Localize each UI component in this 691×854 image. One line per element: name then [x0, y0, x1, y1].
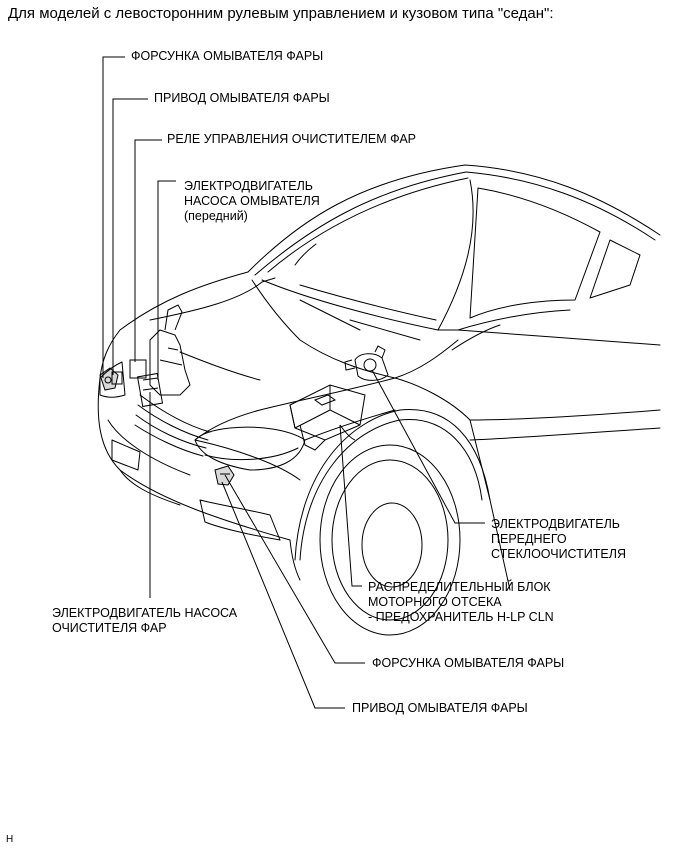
leader-washer-actuator-bottom — [221, 481, 345, 709]
label-washer-nozzle-top: ФОРСУНКА ОМЫВАТЕЛЯ ФАРЫ — [131, 49, 324, 63]
car-body-outline — [97, 164, 661, 636]
leader-washer-nozzle-bottom — [224, 474, 365, 664]
label-cleaner-relay: РЕЛЕ УПРАВЛЕНИЯ ОЧИСТИТЕЛЕМ ФАР — [167, 132, 416, 146]
label-cleaner-pump-line1: ЭЛЕКТРОДВИГАТЕЛЬ НАСОСА — [52, 606, 238, 620]
label-washer-pump-front-line2: НАСОСА ОМЫВАТЕЛЯ — [184, 194, 320, 208]
label-junction-block-line2: МОТОРНОГО ОТСЕКА — [368, 595, 502, 609]
figure-code: H — [6, 834, 14, 845]
label-washer-actuator-top: ПРИВОД ОМЫВАТЕЛЯ ФАРЫ — [154, 91, 330, 105]
leader-cleaner-relay — [134, 139, 162, 362]
label-washer-pump-front-line3: (передний) — [184, 209, 248, 223]
leader-washer-nozzle-top — [102, 56, 125, 378]
leader-washer-pump-front — [157, 180, 176, 380]
leader-washer-actuator-top — [112, 98, 148, 375]
label-washer-actuator-bottom: ПРИВОД ОМЫВАТЕЛЯ ФАРЫ — [352, 701, 528, 715]
label-wiper-motor-line1: ЭЛЕКТРОДВИГАТЕЛЬ — [491, 517, 620, 531]
label-wiper-motor-line2: ПЕРЕДНЕГО — [491, 532, 567, 546]
label-junction-block-line1: РАСПРЕДЕЛИТЕЛЬНЫЙ БЛОК — [368, 580, 551, 594]
label-washer-pump-front-line1: ЭЛЕКТРОДВИГАТЕЛЬ — [184, 179, 313, 193]
leader-lines — [102, 56, 485, 709]
page-title: Для моделей с левосторонним рулевым упра… — [8, 5, 554, 22]
label-washer-nozzle-bottom: ФОРСУНКА ОМЫВАТЕЛЯ ФАРЫ — [372, 656, 565, 670]
label-junction-block-line3: - ПРЕДОХРАНИТЕЛЬ H-LP CLN — [368, 610, 554, 624]
leader-junction-block — [339, 424, 362, 587]
label-wiper-motor-line3: СТЕКЛООЧИСТИТЕЛЯ — [491, 547, 626, 561]
leader-wiper-motor — [371, 369, 485, 524]
engine-components — [99, 304, 389, 486]
label-cleaner-pump-line2: ОЧИСТИТЕЛЯ ФАР — [52, 621, 167, 635]
